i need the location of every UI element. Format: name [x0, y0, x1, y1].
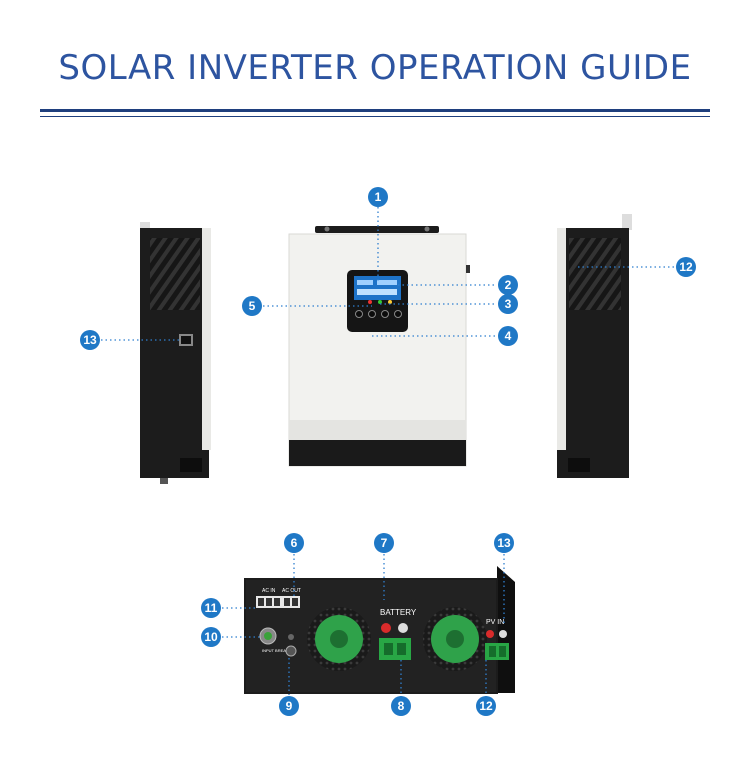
svg-text:10: 10	[204, 630, 218, 644]
callout-3: 3	[498, 294, 518, 314]
ac-in-label: AC IN	[262, 588, 276, 594]
right-side-view	[557, 214, 632, 478]
svg-text:9: 9	[286, 699, 293, 713]
callout-12-bottom: 12	[476, 696, 496, 716]
mounting-bracket	[315, 226, 439, 233]
svg-text:11: 11	[205, 601, 218, 615]
svg-text:7: 7	[381, 536, 388, 550]
ground-terminal	[285, 645, 297, 657]
input-breaker-label: INPUT BREAKER	[262, 648, 294, 653]
title-rule-thin	[40, 116, 710, 117]
svg-text:6: 6	[291, 536, 298, 550]
button-enter	[394, 310, 402, 318]
callout-9: 9	[279, 696, 299, 716]
svg-text:12: 12	[679, 260, 693, 274]
bottom-panel-view: AC IN AC OUT INPUT BREAKER BATTERY PV IN	[244, 566, 515, 694]
pv-in-label: PV IN	[486, 619, 504, 626]
callout-5: 5	[242, 296, 262, 316]
callout-6: 6	[284, 533, 304, 553]
svg-text:1: 1	[375, 190, 382, 204]
callout-8: 8	[391, 696, 411, 716]
callout-1: 1	[368, 187, 388, 207]
ac-out-label: AC OUT	[282, 588, 301, 594]
svg-text:12: 12	[479, 699, 493, 713]
callout-2: 2	[498, 275, 518, 295]
svg-text:5: 5	[249, 299, 256, 313]
battery-terminal	[379, 638, 411, 660]
callout-10: 10	[201, 627, 221, 647]
page-title: SOLAR INVERTER OPERATION GUIDE	[58, 48, 692, 88]
svg-text:4: 4	[505, 329, 512, 343]
svg-text:2: 2	[505, 278, 512, 292]
callout-7: 7	[374, 533, 394, 553]
button-down	[381, 310, 389, 318]
front-view	[288, 226, 470, 467]
callout-11: 11	[201, 598, 221, 618]
callout-4: 4	[498, 326, 518, 346]
svg-text:8: 8	[398, 699, 405, 713]
svg-text:13: 13	[83, 333, 97, 347]
title-rule	[40, 109, 710, 112]
left-side-view	[140, 222, 211, 484]
svg-text:3: 3	[505, 297, 512, 311]
svg-text:13: 13	[497, 536, 511, 550]
button-up	[368, 310, 376, 318]
battery-label: BATTERY	[380, 608, 417, 617]
leader-lines	[101, 207, 675, 697]
button-esc	[355, 310, 363, 318]
callout-13-bottom: 13	[494, 533, 514, 553]
callout-12-right: 12	[676, 257, 696, 277]
callout-13-left: 13	[80, 330, 100, 350]
